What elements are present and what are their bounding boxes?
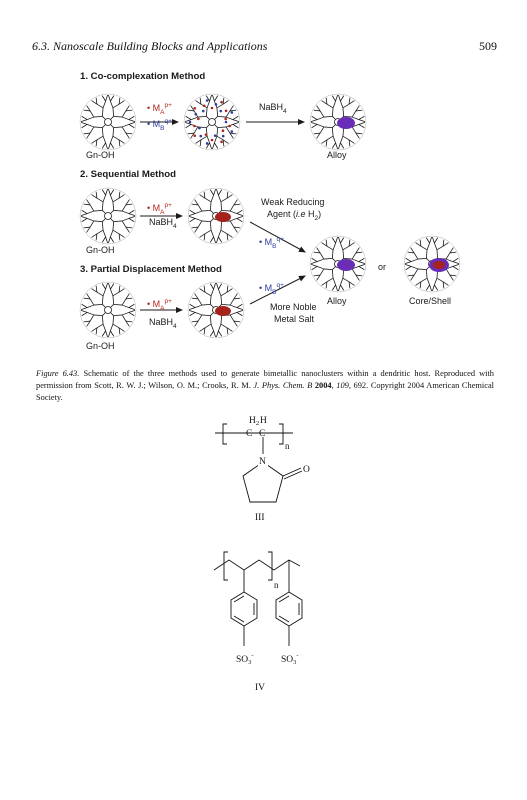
dendrimer-gn-oh-2 bbox=[79, 187, 137, 245]
figure-caption: Figure 6.43. Schematic of the three meth… bbox=[36, 369, 495, 402]
dendrimer-gn-oh-1 bbox=[79, 93, 137, 151]
label-nabh4-2: NaBH4 bbox=[149, 217, 177, 230]
dendrimer-core-shell bbox=[403, 235, 461, 293]
method1-title: 1. Co-complexation Method bbox=[80, 71, 206, 82]
label-metal-a-2: • MAp+ bbox=[147, 202, 172, 216]
caption-rest: , 692. Copyright 2004 American Chemical … bbox=[36, 381, 495, 402]
struct3-h: H bbox=[260, 416, 267, 426]
structure-iii-label: III bbox=[255, 513, 265, 523]
label-core-shell: Core/Shell bbox=[409, 296, 452, 306]
label-metal-a-3: • MAp+ bbox=[147, 298, 172, 312]
label-weak-reducing-1: Weak Reducing bbox=[261, 197, 325, 207]
struct3-n-repeat: n bbox=[285, 441, 290, 451]
label-metal-b-2: • MBq+ bbox=[259, 236, 284, 250]
label-metal-a-1: • MAp+ bbox=[147, 102, 172, 116]
struct4-n-repeat: n bbox=[274, 580, 279, 590]
structure-iii-pvp: H2 C H C n N O bbox=[215, 416, 310, 503]
struct3-oxygen: O bbox=[303, 465, 310, 475]
label-gn-oh-3: Gn-OH bbox=[86, 341, 115, 351]
caption-text: Schematic of the three methods used to g… bbox=[36, 369, 494, 390]
struct4-so3-left: SO3- bbox=[236, 652, 254, 666]
method3-title: 3. Partial Displacement Method bbox=[80, 264, 222, 275]
dendrimer-gn-oh-3 bbox=[79, 281, 137, 339]
reaction-arrows bbox=[140, 119, 306, 313]
caption-year: 2004 bbox=[314, 381, 332, 390]
label-gn-oh-1: Gn-OH bbox=[86, 150, 115, 160]
label-more-noble-2: Metal Salt bbox=[274, 314, 315, 324]
label-more-noble-1: More Noble bbox=[270, 302, 317, 312]
method2-title: 2. Sequential Method bbox=[80, 169, 176, 180]
label-metal-b-3: • MBq+ bbox=[259, 282, 284, 296]
page-number: 509 bbox=[479, 39, 497, 53]
struct3-h2: H2 bbox=[249, 416, 259, 427]
dendrimer-core-3 bbox=[187, 281, 245, 339]
struct3-c1: C bbox=[246, 429, 252, 439]
label-or: or bbox=[378, 262, 387, 272]
caption-journal: J. Phys. Chem. B bbox=[253, 381, 313, 390]
arrow-m3-step2 bbox=[249, 275, 306, 305]
dendrimer-complexed-ions bbox=[183, 93, 241, 151]
caption-label: Figure 6.43. bbox=[36, 369, 80, 378]
structure-iv-pss: n SO3- SO3- bbox=[213, 551, 303, 666]
label-alloy-2: Alloy bbox=[327, 296, 347, 306]
label-gn-oh-2: Gn-OH bbox=[86, 245, 115, 255]
dendrimer-alloy-2 bbox=[309, 235, 367, 293]
label-alloy-1: Alloy bbox=[327, 150, 347, 160]
dendrimer-alloy-1 bbox=[309, 93, 367, 151]
dendrimer-core-2 bbox=[187, 187, 245, 245]
arrow-m2-step2 bbox=[249, 221, 306, 253]
structure-iv-label: IV bbox=[255, 683, 266, 693]
struct4-so3-right: SO3- bbox=[281, 652, 299, 666]
label-nabh4-3: NaBH4 bbox=[149, 317, 177, 330]
label-metal-b-1: • MBq+ bbox=[147, 118, 172, 132]
struct3-nitrogen: N bbox=[259, 457, 266, 467]
label-weak-reducing-2: Agent (i.e H2) bbox=[267, 209, 322, 222]
label-nabh4-1: NaBH4 bbox=[259, 102, 287, 115]
running-head: 6.3. Nanoscale Building Blocks and Appli… bbox=[32, 39, 268, 53]
caption-volume: 109 bbox=[336, 381, 349, 390]
struct3-c2: C bbox=[259, 429, 265, 439]
